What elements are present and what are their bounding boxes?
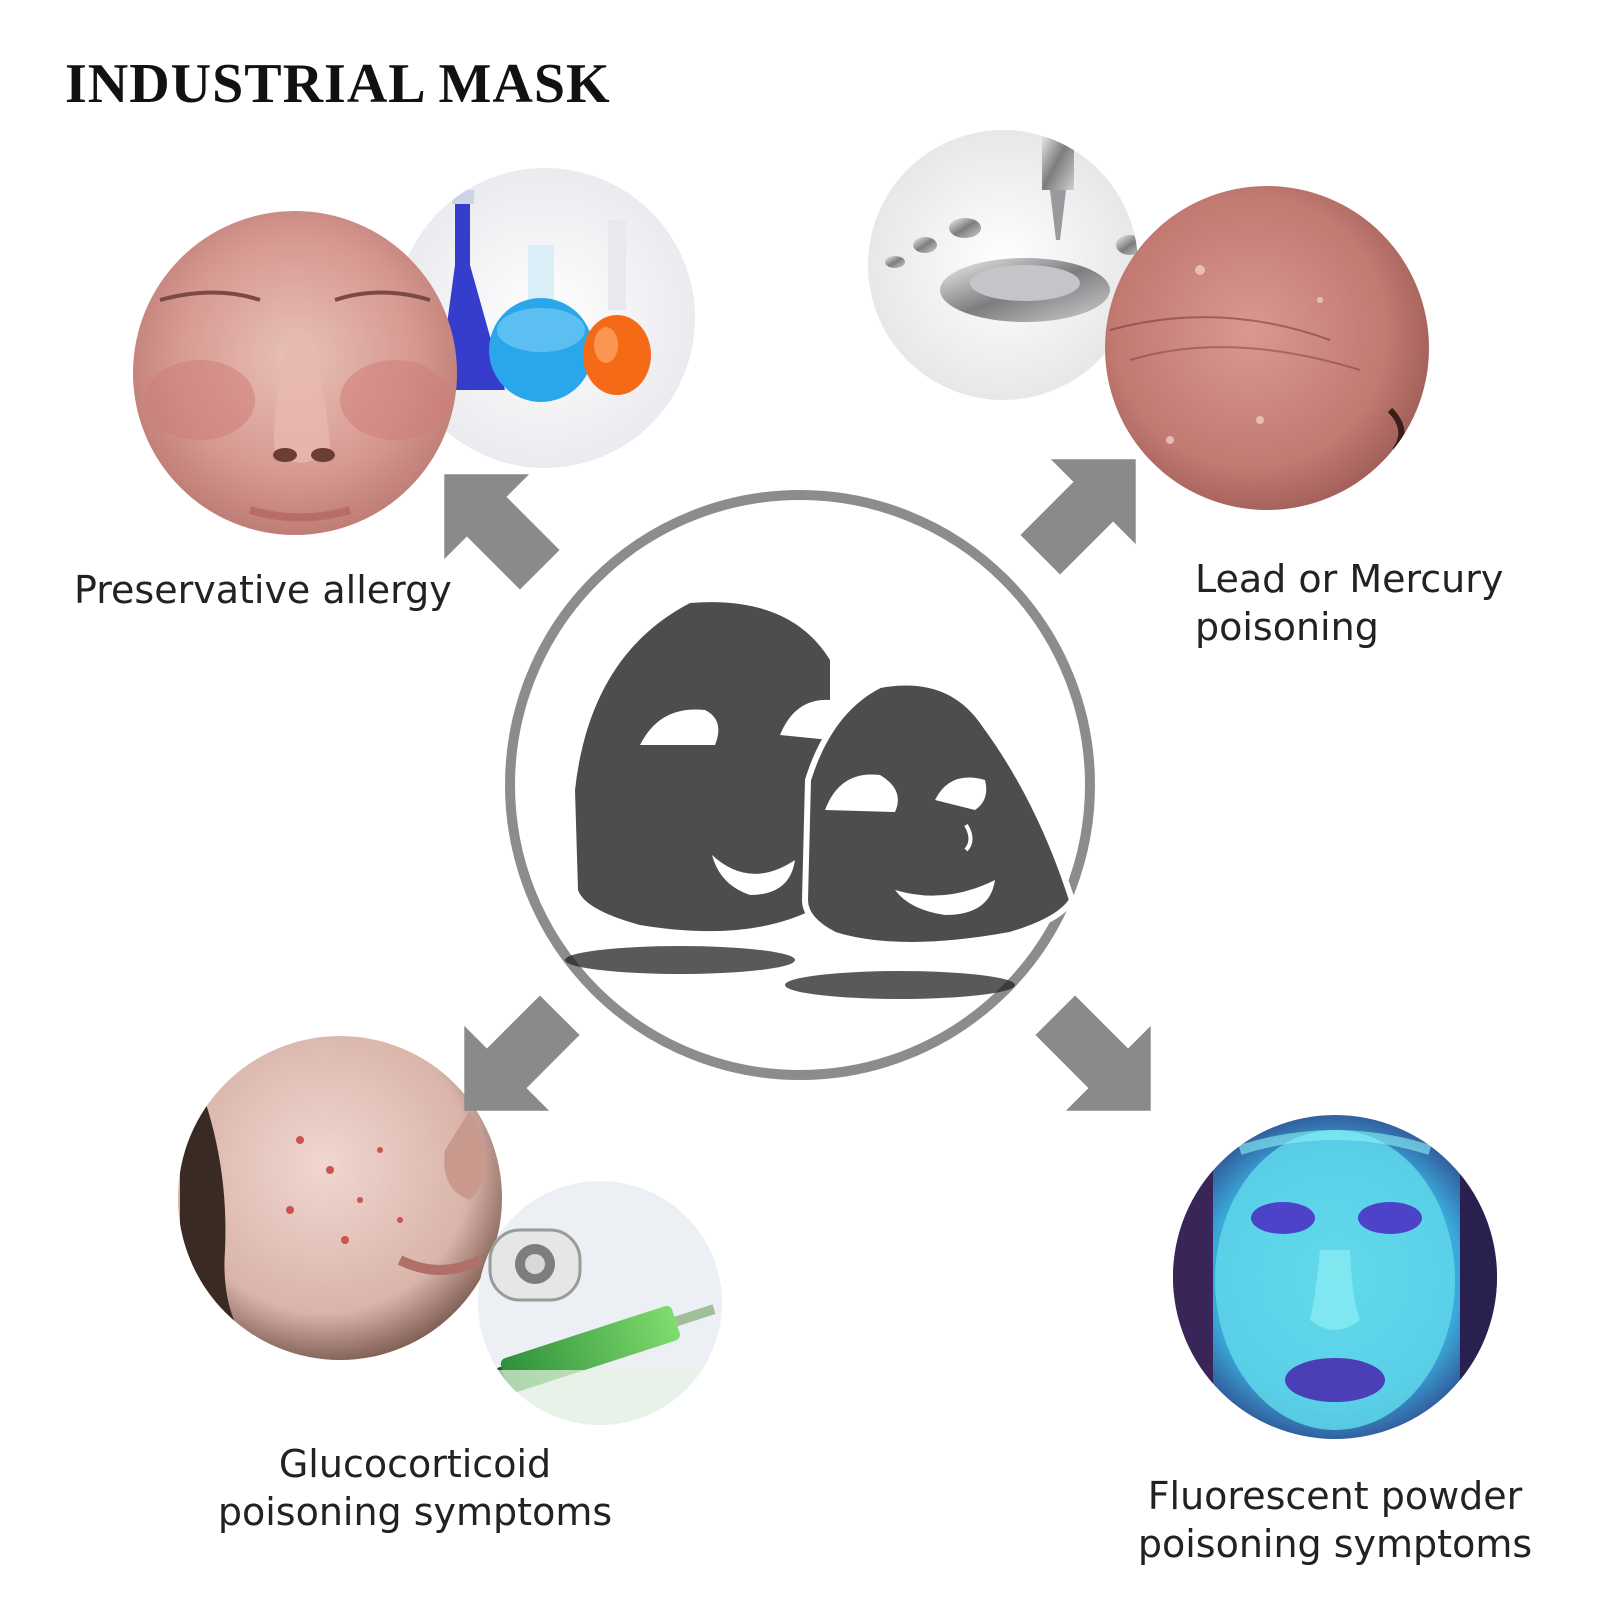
- arrow-up-right-icon: [1020, 459, 1136, 575]
- label-lead-line1: Lead or Mercury: [1195, 557, 1504, 601]
- page-title: INDUSTRIAL MASK: [65, 53, 611, 115]
- arrow-down-right-icon: [1035, 995, 1151, 1111]
- label-fluorescent: Fluorescent powder poisoning symptoms: [1120, 1472, 1550, 1568]
- arrow-up-left-icon: [444, 474, 560, 590]
- label-fluor-line2: poisoning symptoms: [1137, 1522, 1533, 1566]
- face-redness-image: [133, 211, 457, 535]
- center-ring: [505, 490, 1095, 1080]
- lab-flasks-image: [395, 168, 695, 468]
- label-lead-line2: poisoning: [1195, 605, 1379, 649]
- label-glucocorticoid: Glucocorticoid poisoning symptoms: [200, 1440, 630, 1536]
- label-preservative-allergy: Preservative allergy: [74, 568, 452, 612]
- skin-rash-image: [1105, 186, 1429, 510]
- label-gluco-line2: poisoning symptoms: [217, 1490, 613, 1534]
- label-gluco-line1: Glucocorticoid: [278, 1442, 552, 1486]
- label-lead-mercury: Lead or Mercury poisoning: [1195, 555, 1503, 651]
- acne-face-image: [178, 1036, 502, 1360]
- arrow-down-left-icon: [464, 995, 580, 1111]
- mercury-drop-image: [868, 130, 1138, 400]
- syringe-image: [478, 1181, 722, 1425]
- sheet-mask-icon: [565, 602, 1076, 999]
- label-fluor-line1: Fluorescent powder: [1147, 1474, 1523, 1518]
- uv-face-image: [1173, 1115, 1497, 1439]
